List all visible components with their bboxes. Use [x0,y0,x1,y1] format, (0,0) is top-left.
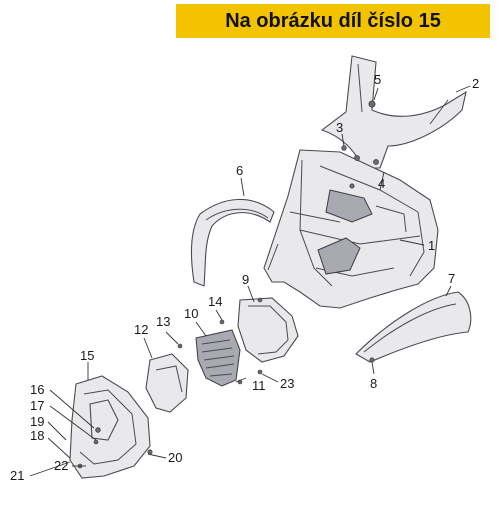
part-6-curved-trim [191,198,275,287]
part-1-front-shield [263,149,439,309]
callout-9: 9 [242,272,249,287]
part-10-grille [195,329,241,387]
part-number-banner: Na obrázku díl číslo 15 [176,4,490,38]
callout-6: 6 [236,163,243,178]
callout-11: 11 [252,378,266,393]
part-5-clip [368,100,376,108]
callout-4: 4 [378,176,385,191]
part-2-upper-cover [320,55,467,169]
callout-2: 2 [472,76,479,91]
callout-labels: 1 2 3 4 5 6 7 8 9 10 11 12 13 14 15 16 1… [10,72,479,483]
callout-1: 1 [428,238,435,253]
part-9-inner-panel [237,297,299,363]
callout-12: 12 [134,322,148,337]
callout-5: 5 [374,72,381,87]
callout-20: 20 [168,450,182,465]
callout-17: 17 [30,398,44,413]
callout-14: 14 [208,294,222,309]
callout-15: 15 [80,348,94,363]
part-12-small-cover [145,353,189,413]
callout-10: 10 [184,306,198,321]
callout-7: 7 [448,271,455,286]
callout-22: 22 [54,458,68,473]
callout-13: 13 [156,314,170,329]
callout-23: 23 [280,376,294,391]
part-7-side-strip [355,291,472,363]
part-15-lower-front-panel [69,375,153,479]
callout-21: 21 [10,468,24,483]
callout-8: 8 [370,376,377,391]
callout-19: 19 [30,414,44,429]
callout-16: 16 [30,382,44,397]
callout-18: 18 [30,428,44,443]
banner-text: Na obrázku díl číslo 15 [225,9,441,32]
callout-3: 3 [336,120,343,135]
leader-lines [29,85,471,477]
